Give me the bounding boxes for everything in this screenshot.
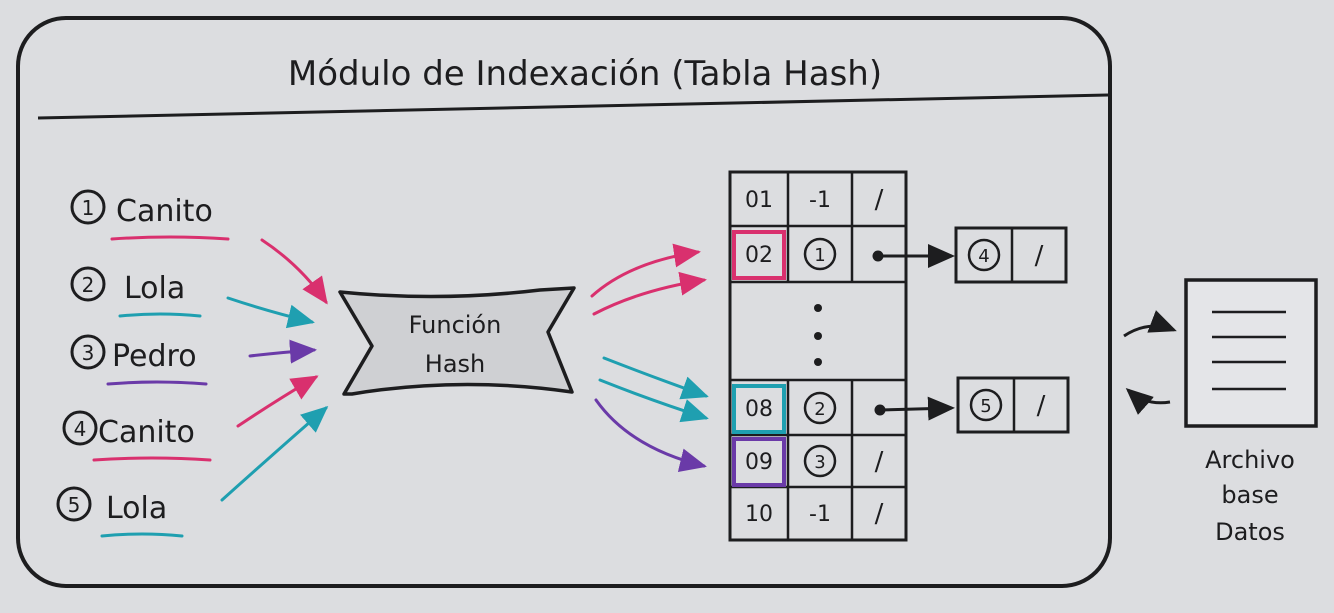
table-value: 2 [814, 399, 825, 420]
arrow-out-teal-2 [598, 378, 709, 423]
table-next-null: / [875, 185, 884, 215]
record-name: Lola [106, 491, 167, 526]
record-number-circle-icon [70, 266, 106, 302]
database-label-3: Datos [1215, 518, 1285, 546]
key-highlight [732, 384, 786, 434]
table-key: 08 [745, 397, 773, 422]
database-label-2: base [1221, 481, 1278, 509]
record-number: 2 [82, 273, 95, 297]
arrow-out-pink-2 [592, 271, 707, 316]
table-value: -1 [809, 502, 831, 527]
value-circle-icon [803, 237, 837, 271]
output-arrows [590, 243, 709, 472]
module-title-divider [37, 93, 1109, 120]
table-key: 09 [745, 450, 773, 475]
table-value: 1 [814, 245, 825, 266]
arrow-record-5 [220, 406, 329, 502]
table-next-null: / [875, 499, 884, 529]
pointer-row-08 [879, 396, 955, 421]
table-key: 02 [745, 243, 773, 268]
record-underline [100, 532, 184, 538]
database-arrows [1123, 310, 1177, 415]
arrow-record-4 [236, 375, 319, 428]
hash-table-rows: 01 -1 / 02 1 08 2 09 3 / 10 -1 / [732, 185, 884, 529]
table-value: -1 [809, 188, 831, 213]
chain-node-value: 4 [978, 246, 989, 267]
chain-node-value: 5 [980, 396, 991, 417]
record-name: Pedro [112, 339, 197, 374]
module-frame [16, 16, 1112, 588]
ellipsis-dot [814, 304, 822, 312]
arrow-out-pink-1 [590, 243, 701, 298]
record-number-circle-icon [70, 334, 106, 370]
record-underline [110, 235, 230, 241]
module-title: Módulo de Indexación (Tabla Hash) [288, 54, 882, 94]
input-arrows [220, 238, 329, 502]
arrow-record-3 [248, 339, 317, 364]
chain-value-circle-icon [969, 388, 1003, 422]
hash-function-line1: Función [409, 311, 502, 339]
arrow-out-teal-1 [602, 356, 709, 400]
record-number-circle-icon [62, 410, 98, 446]
table-next-null: / [875, 447, 884, 477]
record-number-circle-icon [56, 486, 92, 522]
record-number-circle-icon [70, 189, 106, 225]
chain-node-next: / [1037, 391, 1046, 421]
key-highlight [732, 437, 786, 487]
hash-table-frame [728, 170, 908, 542]
chain-value-circle-icon [967, 238, 1001, 272]
ellipsis-dot [814, 332, 822, 340]
value-circle-icon [803, 391, 837, 425]
arrow-out-purple [594, 398, 707, 472]
record-name: Canito [98, 415, 195, 450]
key-highlight [732, 230, 786, 280]
record-number: 1 [82, 196, 95, 220]
arrow-record-2 [226, 296, 315, 329]
table-key: 01 [745, 188, 773, 213]
arrow-from-database [1125, 388, 1171, 415]
chain-nodes: 4 / 5 / [954, 226, 1070, 434]
table-value: 3 [814, 452, 825, 473]
ellipsis-dot [814, 358, 822, 366]
record-number: 4 [74, 417, 87, 441]
table-key: 10 [745, 502, 773, 527]
record-name: Canito [116, 194, 213, 229]
arrow-to-database [1123, 310, 1177, 338]
chain-pointers [872, 244, 955, 421]
record-name: Lola [124, 271, 185, 306]
record-underline [92, 456, 212, 462]
hash-function-shape [338, 286, 576, 396]
arrow-record-1 [260, 238, 328, 305]
chain-node-next: / [1035, 241, 1044, 271]
record-underline [106, 380, 208, 386]
database-file-icon [1184, 278, 1318, 428]
database-label-1: Archivo [1205, 446, 1295, 474]
record-number: 5 [68, 493, 81, 517]
value-circle-icon [803, 444, 837, 478]
hash-function-line2: Hash [425, 350, 485, 378]
record-underline [118, 312, 202, 318]
database-file: Archivo base Datos [1184, 278, 1318, 546]
record-number: 3 [82, 341, 95, 365]
